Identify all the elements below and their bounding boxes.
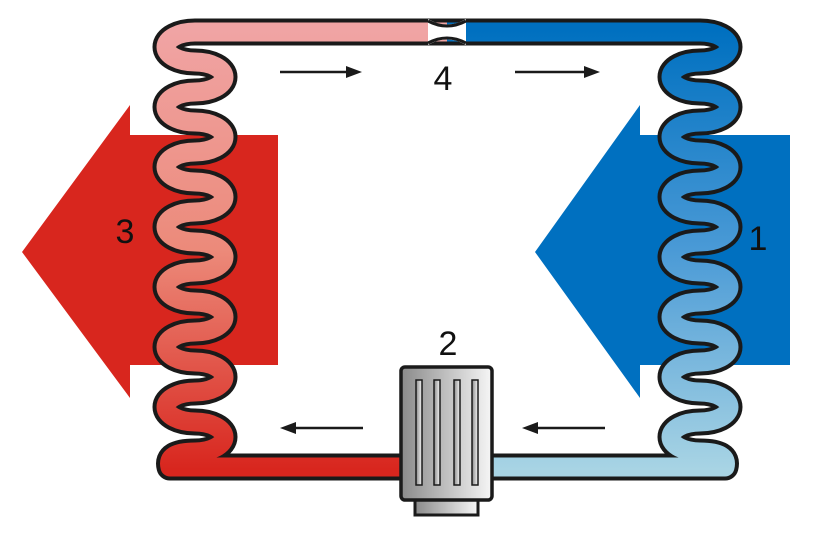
flow-arrows — [280, 66, 605, 434]
heat-out-arrow — [22, 105, 278, 398]
flow-arrow-left — [280, 422, 363, 434]
label-compressor: 2 — [439, 325, 458, 363]
flow-arrow-left — [522, 422, 605, 434]
condenser-coil — [156, 22, 447, 477]
compressor — [399, 365, 494, 517]
label-expansion-valve: 4 — [434, 60, 453, 98]
flow-arrow-right — [515, 66, 600, 78]
label-evaporator: 1 — [749, 220, 768, 258]
evaporator-coil — [447, 22, 739, 477]
flow-arrow-right — [280, 66, 362, 78]
label-condenser: 3 — [116, 213, 135, 251]
